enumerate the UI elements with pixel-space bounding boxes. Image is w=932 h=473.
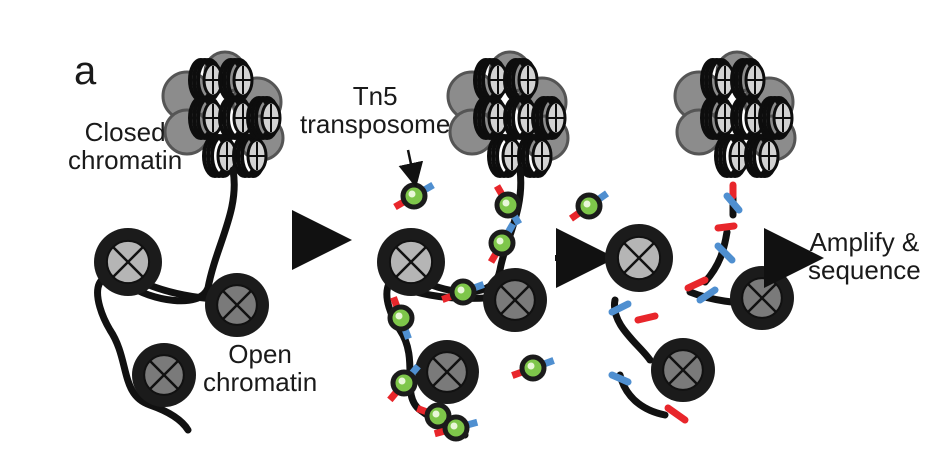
tn5-transposome-icon — [393, 181, 435, 211]
nucleosome-icon — [758, 96, 794, 140]
tn5-transposome-icon — [511, 354, 555, 382]
nucleosome-icon — [205, 273, 269, 337]
nucleosome-icon — [94, 228, 162, 296]
nucleosome-icon — [714, 134, 750, 178]
step-1-closed-chromatin-cluster — [161, 50, 285, 178]
tn5-transposome-icon — [387, 296, 415, 340]
tn5-transposome-icon — [387, 363, 421, 403]
nucleosome-icon — [483, 268, 547, 332]
nucleosome-icon — [605, 224, 673, 292]
tn5-transposome-icon — [433, 414, 479, 442]
nucleosome-icon — [730, 58, 766, 102]
step-2-open-nucleosomes — [377, 228, 547, 404]
nucleosome-icon — [232, 134, 268, 178]
tn5-transposome-label: Tn5 transposome — [300, 81, 451, 140]
nucleosome-icon — [188, 96, 224, 140]
nucleosome-icon — [132, 343, 196, 407]
panel-label: a — [74, 49, 97, 93]
step-3-open-nucleosomes — [605, 224, 794, 402]
nucleosome-icon — [503, 58, 539, 102]
step-2-closed-chromatin-cluster — [446, 50, 570, 178]
tn5-transposome-icon — [493, 184, 523, 226]
nucleosome-icon — [377, 228, 445, 296]
amplify-sequence-label: Amplify & sequence — [808, 227, 921, 286]
step-1-open-nucleosomes — [94, 228, 269, 407]
nucleosome-icon — [415, 340, 479, 404]
open-chromatin-label: Open chromatin — [203, 339, 318, 398]
step-3-closed-chromatin-cluster — [673, 50, 797, 178]
step-3-tagged-fragments — [608, 181, 764, 424]
tn5-transposome-icon — [568, 190, 610, 222]
tn5-transposome-icon — [487, 222, 517, 264]
tn5-transposome-icon — [441, 278, 485, 306]
nucleosome-icon — [487, 134, 523, 178]
closed-chromatin-label: Closed chromatin — [68, 117, 183, 176]
nucleosome-icon — [651, 338, 715, 402]
nucleosome-icon — [246, 96, 282, 140]
nucleosome-icon — [531, 96, 567, 140]
nucleosome-icon — [730, 266, 794, 330]
nucleosome-icon — [744, 134, 780, 178]
step-2-tn5-transposomes — [387, 181, 610, 442]
tn5-pointer-arrow — [398, 149, 424, 188]
tn5-transposome-icon — [416, 402, 460, 430]
